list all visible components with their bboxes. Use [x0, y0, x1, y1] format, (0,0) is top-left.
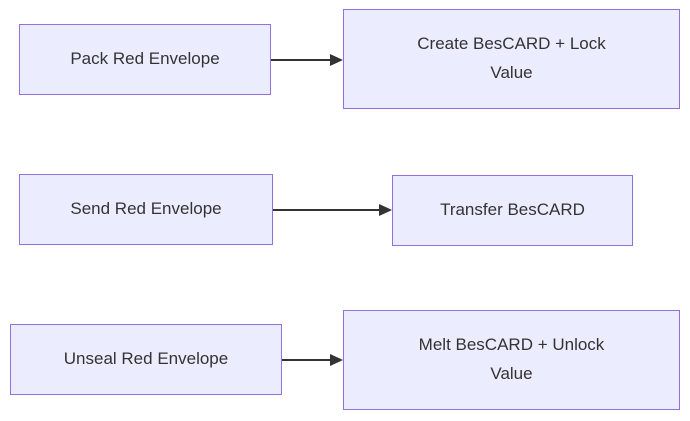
arrow-head-icon [330, 354, 343, 366]
node-label: Pack Red Envelope [70, 49, 220, 69]
arrow-head-icon [379, 204, 392, 216]
node-create-bescard-lock-value: Create BesCARD + Lock Value [343, 9, 680, 109]
node-unseal-red-envelope: Unseal Red Envelope [10, 324, 282, 395]
node-label: Melt BesCARD + Unlock Value [418, 335, 605, 383]
arrow-send-to-transfer [273, 204, 392, 216]
node-send-red-envelope: Send Red Envelope [19, 174, 273, 245]
node-transfer-bescard: Transfer BesCARD [392, 175, 633, 246]
node-pack-red-envelope: Pack Red Envelope [19, 24, 271, 95]
node-label: Create BesCARD + Lock Value [417, 34, 606, 82]
arrow-unseal-to-melt [282, 354, 343, 366]
arrow-pack-to-create [271, 54, 343, 66]
node-label: Unseal Red Envelope [63, 349, 229, 369]
node-label: Transfer BesCARD [440, 200, 585, 220]
node-melt-bescard-unlock-value: Melt BesCARD + Unlock Value [343, 310, 680, 410]
node-label: Send Red Envelope [70, 199, 222, 219]
arrow-head-icon [330, 54, 343, 66]
